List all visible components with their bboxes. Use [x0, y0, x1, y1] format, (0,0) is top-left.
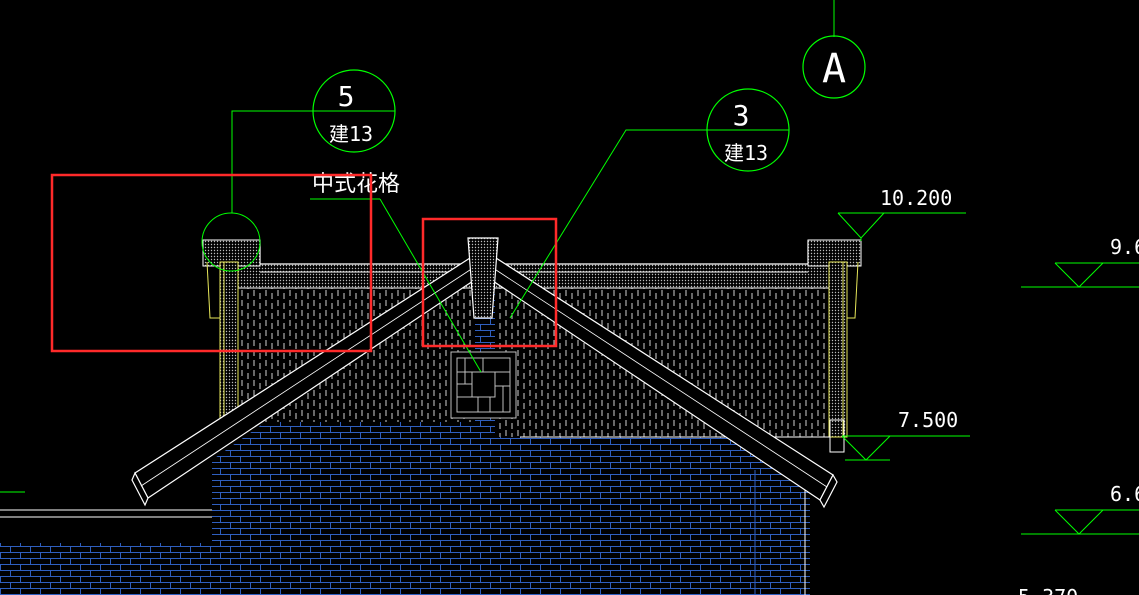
elevation-marker-right-lower: 6.6 — [1021, 482, 1139, 535]
elevation-eave-label: 7.500 — [898, 408, 958, 432]
elevation-bottom-label: 5.370 — [1018, 585, 1078, 595]
grid-axis-callout: A — [802, 0, 866, 99]
detail-callout-3: 3 建13 — [509, 88, 790, 319]
left-parapet-end — [202, 239, 261, 421]
chinese-lattice-window — [450, 351, 517, 419]
lower-brick-wall — [0, 543, 215, 595]
detail-5-number: 5 — [338, 80, 355, 113]
elevation-right-lower-label: 6.6 — [1110, 482, 1139, 506]
lower-roof-lines — [0, 509, 225, 518]
detail-3-sheet: 建13 — [724, 141, 768, 165]
highlight-box-ridge — [421, 217, 558, 348]
elevation-marker-eave: 7.500 — [841, 408, 970, 461]
parapet-outline — [203, 240, 860, 265]
elevation-marker-right-upper: 9.6 — [1021, 235, 1139, 288]
detail-3-number: 3 — [733, 99, 750, 132]
elevation-right-upper-label: 9.6 — [1110, 235, 1139, 259]
ridge-ornament — [467, 237, 499, 319]
elevation-marker-top: 10.200 — [837, 186, 966, 241]
grid-axis-label: A — [822, 46, 846, 92]
elevation-marker-bottom: 5.370 — [1018, 585, 1078, 595]
elevation-top-label: 10.200 — [880, 186, 952, 210]
right-parapet-end — [807, 239, 862, 453]
detail-5-sheet: 建13 — [329, 122, 373, 146]
detail-callout-5: 5 建13 — [201, 69, 396, 272]
highlight-box-left — [50, 173, 373, 353]
